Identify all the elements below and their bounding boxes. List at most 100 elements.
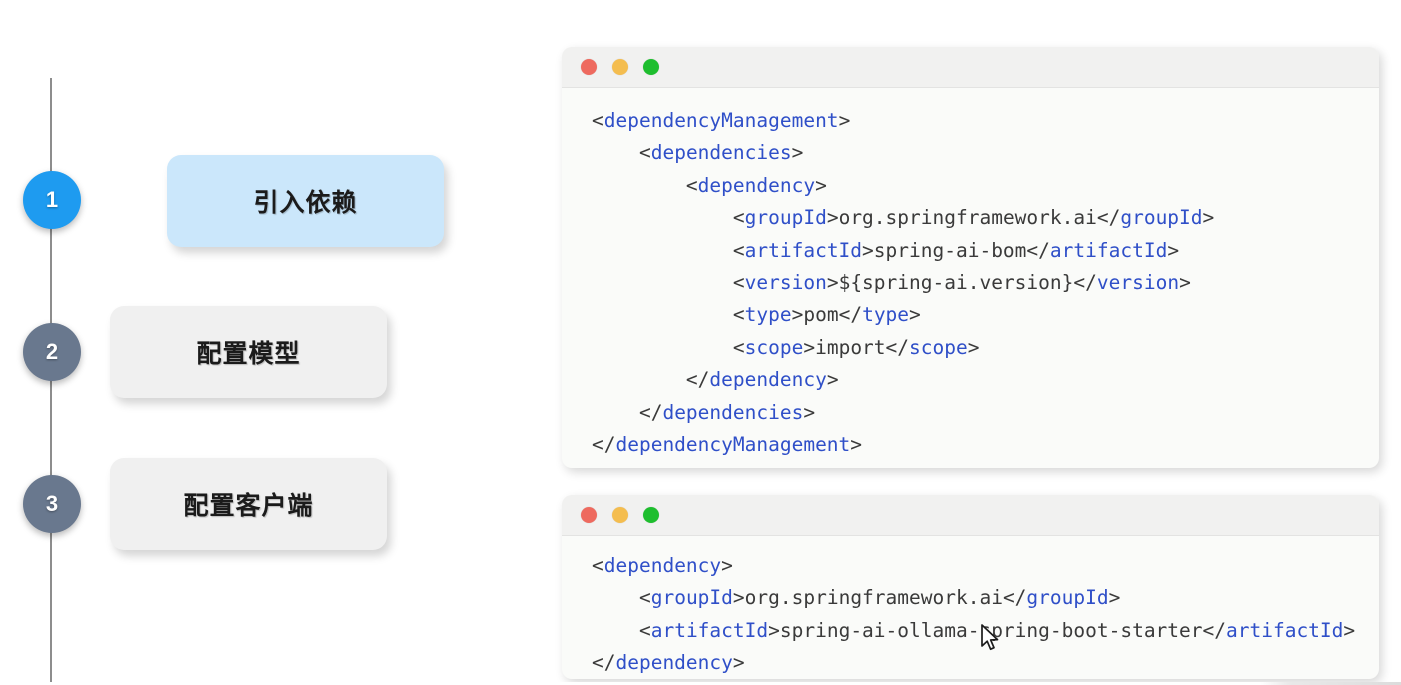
code-token-tag: version xyxy=(744,271,827,295)
code-token-tag: dependency xyxy=(615,651,733,675)
code-token-punct: > xyxy=(967,335,980,359)
code-token-tag: dependency xyxy=(697,173,816,197)
step-number-3: 3 xyxy=(45,491,59,516)
timeline-panel: 1 引入依赖 2 配置模型 3 配置客户端 xyxy=(0,0,520,685)
code-token-text: import xyxy=(815,335,886,359)
step-card-label-2: 配置模型 xyxy=(196,339,301,368)
code-line: </dependency> xyxy=(562,647,1379,679)
step-card-3[interactable]: 配置客户端 xyxy=(110,458,387,550)
code-line: <groupId>org.springframework.ai</groupId… xyxy=(562,202,1379,234)
code-line: <dependencies> xyxy=(562,137,1379,169)
code-token-punct: > xyxy=(1343,618,1356,642)
code-token-punct: > xyxy=(826,368,839,392)
code-token-punct: > xyxy=(838,109,851,132)
code-token-punct: > xyxy=(803,400,816,424)
step-card-1[interactable]: 引入依赖 xyxy=(167,155,444,247)
code-token-punct: < xyxy=(685,173,698,197)
minimize-icon[interactable] xyxy=(612,507,628,523)
code-token-tag: dependencyManagement xyxy=(615,433,851,457)
code-window-ollama-starter: <dependency> <groupId>org.springframewor… xyxy=(562,495,1379,679)
code-token-punct: < xyxy=(592,554,604,577)
code-line: <type>pom</type> xyxy=(562,299,1379,331)
code-block-1: <dependencyManagement> <dependencies> <d… xyxy=(562,88,1379,468)
code-token-punct: </ xyxy=(838,303,863,327)
code-token-punct: > xyxy=(732,651,745,675)
code-token-punct: > xyxy=(803,335,816,359)
code-token-punct: > xyxy=(909,303,921,327)
code-token-tag: scope xyxy=(744,335,804,359)
code-token-punct: </ xyxy=(592,433,616,457)
code-token-tag: artifactId xyxy=(744,238,863,262)
code-token-text: pom xyxy=(803,303,839,327)
step-number-1: 1 xyxy=(45,187,59,212)
code-token-tag: dependency xyxy=(709,368,827,392)
code-token-tag: dependencies xyxy=(650,141,792,165)
code-token-punct: </ xyxy=(592,651,616,675)
code-token-punct: </ xyxy=(1073,271,1097,295)
code-token-punct: < xyxy=(732,238,745,262)
code-token-punct: > xyxy=(791,141,804,165)
code-line: <dependencyManagement> xyxy=(562,105,1379,137)
code-token-punct: > xyxy=(850,433,863,457)
code-token-punct: < xyxy=(732,303,745,327)
code-line: </dependencyManagement> xyxy=(562,429,1379,461)
code-token-text: ${spring-ai.version} xyxy=(838,271,1074,295)
code-token-punct: </ xyxy=(885,335,910,359)
code-token-punct: < xyxy=(732,271,745,295)
code-line: <artifactId>spring-ai-ollama-spring-boot… xyxy=(562,615,1379,647)
code-token-punct: </ xyxy=(638,400,663,424)
code-token-tag: type xyxy=(744,303,792,327)
step-card-label-3: 配置客户端 xyxy=(183,491,314,520)
step-card-2[interactable]: 配置模型 xyxy=(110,306,387,398)
code-token-punct: > xyxy=(721,554,733,577)
code-token-tag: dependencyManagement xyxy=(603,109,839,132)
code-token-punct: < xyxy=(592,109,604,132)
maximize-icon[interactable] xyxy=(643,507,659,523)
code-token-punct: < xyxy=(732,335,745,359)
step-marker-3[interactable]: 3 xyxy=(23,475,81,533)
code-token-tag: dependency xyxy=(603,554,722,577)
step-card-label-1: 引入依赖 xyxy=(253,188,358,217)
minimize-icon[interactable] xyxy=(612,59,628,75)
code-token-tag: artifactId xyxy=(1049,238,1168,262)
code-token-text: spring-ai-ollama-spring-boot-starter xyxy=(779,618,1203,642)
code-token-tag: type xyxy=(862,303,910,327)
code-token-text: spring-ai-bom xyxy=(873,238,1027,262)
code-token-punct: < xyxy=(638,618,651,642)
code-token-punct: > xyxy=(815,173,827,197)
code-token-text: org.springframework.ai xyxy=(744,586,1003,610)
code-token-tag: groupId xyxy=(1120,206,1203,230)
code-line: <version>${spring-ai.version}</version> xyxy=(562,267,1379,299)
code-token-tag: version xyxy=(1096,271,1180,295)
code-token-tag: artifactId xyxy=(1226,618,1344,642)
close-icon[interactable] xyxy=(581,507,597,523)
code-token-punct: > xyxy=(1202,206,1215,230)
code-token-punct: < xyxy=(732,206,745,230)
window-titlebar[interactable] xyxy=(562,47,1379,88)
bottom-edge-strip xyxy=(0,682,1401,685)
code-token-punct: </ xyxy=(1096,206,1121,230)
code-token-punct: > xyxy=(732,586,745,610)
code-line: <scope>import</scope> xyxy=(562,332,1379,364)
maximize-icon[interactable] xyxy=(643,59,659,75)
step-marker-2[interactable]: 2 xyxy=(23,323,81,381)
code-token-punct: < xyxy=(638,141,651,165)
code-line: </dependencies> xyxy=(562,397,1379,429)
window-titlebar[interactable] xyxy=(562,495,1379,536)
code-block-2: <dependency> <groupId>org.springframewor… xyxy=(562,536,1379,679)
code-token-punct: > xyxy=(1179,271,1191,295)
step-number-2: 2 xyxy=(45,339,59,364)
code-line: <dependency> xyxy=(562,170,1379,202)
code-token-punct: </ xyxy=(1202,618,1226,642)
code-token-punct: > xyxy=(791,303,804,327)
code-line: <artifactId>spring-ai-bom</artifactId> xyxy=(562,235,1379,267)
code-token-tag: artifactId xyxy=(650,618,769,642)
close-icon[interactable] xyxy=(581,59,597,75)
code-token-punct: > xyxy=(826,206,839,230)
code-line: <groupId>org.springframework.ai</groupId… xyxy=(562,582,1379,614)
code-token-punct: > xyxy=(768,618,780,642)
code-token-punct: </ xyxy=(685,368,710,392)
code-token-tag: groupId xyxy=(650,586,733,610)
code-token-punct: > xyxy=(826,271,839,295)
step-marker-1[interactable]: 1 xyxy=(23,171,81,229)
